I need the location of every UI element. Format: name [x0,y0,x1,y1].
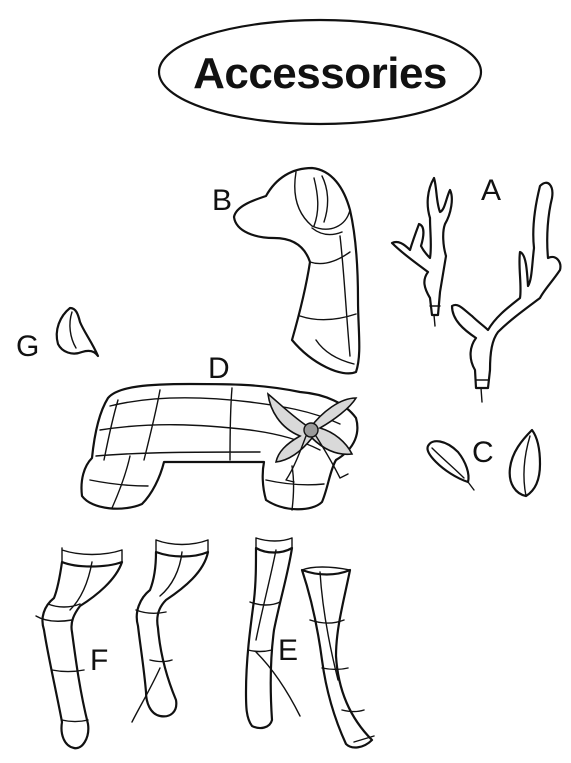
part-d-body [81,384,357,510]
tail-contour [70,312,76,348]
antler-small [392,178,452,315]
tail-outline [57,308,98,356]
label-d: D [208,352,230,385]
bow [268,394,356,482]
label-g: G [16,330,39,363]
front-leg-2-contours [132,540,208,722]
label-a: A [481,174,501,207]
ear-right-contour [524,436,530,496]
label-b: B [212,184,232,217]
antler-large [452,183,560,388]
part-f-front-legs [36,540,208,748]
part-g-tail [57,308,98,356]
title-badge: Accessories [159,20,481,124]
hind-leg-2 [302,570,372,747]
hind-leg-2-contours [302,567,374,742]
label-c: C [472,436,494,469]
front-leg-1-contours [36,548,122,722]
front-leg-1 [42,562,122,748]
part-e-hind-legs [246,538,374,747]
label-f: F [90,644,108,677]
part-a-antlers [392,178,560,402]
label-e: E [278,634,298,667]
title-text: Accessories [193,49,447,98]
antler-large-base [476,380,488,402]
bow-knot [304,423,318,437]
part-b-head-neck [234,168,359,373]
